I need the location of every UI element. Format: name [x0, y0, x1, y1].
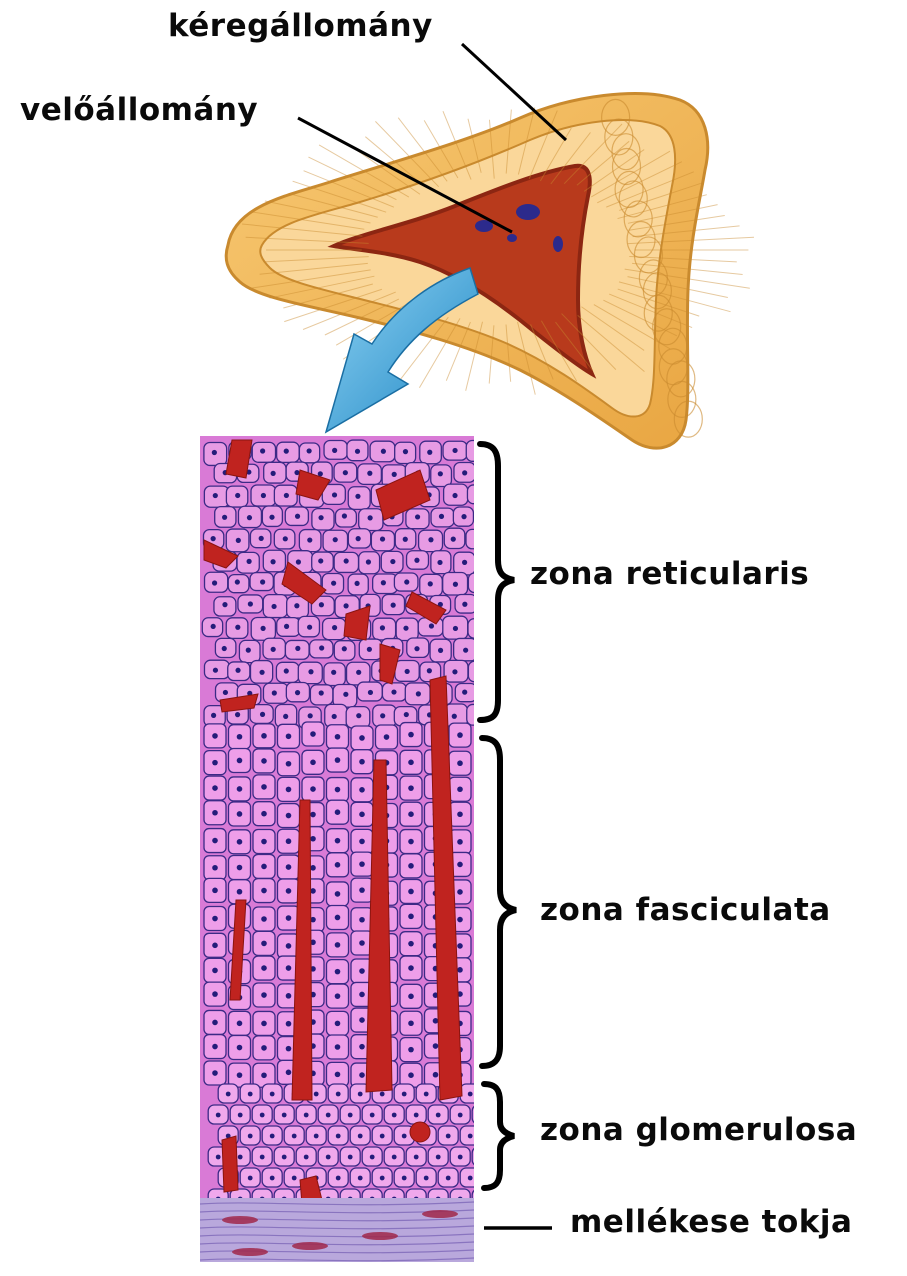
adrenal-gland	[226, 94, 754, 449]
zona-fasciculata-label: zona fasciculata	[540, 892, 831, 928]
zona-reticularis-label: zona reticularis	[530, 556, 809, 592]
medulla-label: velőállomány	[20, 92, 258, 128]
reticularis-brace	[480, 444, 514, 720]
fasciculata-brace	[482, 738, 516, 1066]
tissue-section	[200, 436, 493, 1262]
glomerulosa-brace	[484, 1084, 514, 1188]
zona-glomerulosa-label: zona glomerulosa	[540, 1112, 857, 1148]
capsule-label: mellékese tokja	[570, 1204, 852, 1240]
cortex-label: kéregállomány	[168, 8, 433, 44]
